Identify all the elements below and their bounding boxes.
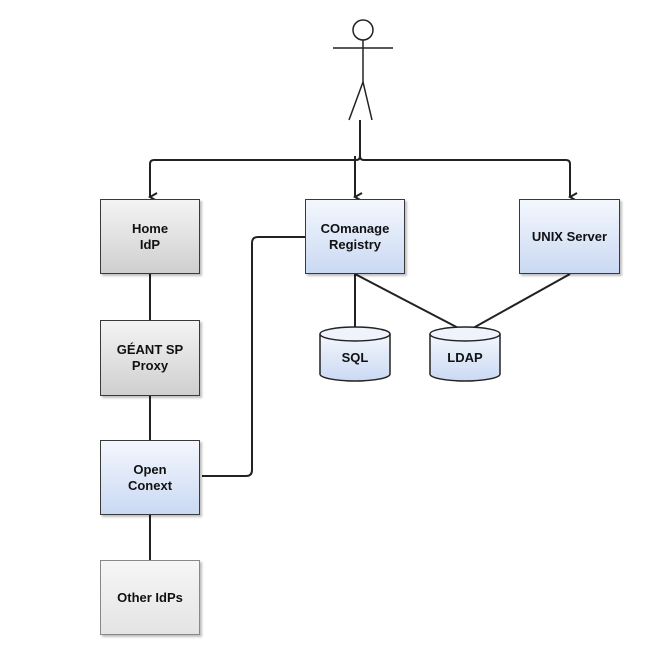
other-idps-node[interactable]: Other IdPs: [100, 560, 200, 635]
conext-registry-connector: [202, 236, 305, 477]
geant-sp-proxy-label: GÉANT SP Proxy: [116, 342, 184, 373]
home-idp-node[interactable]: Home IdP: [100, 199, 200, 274]
open-conext-label: Open Conext: [127, 461, 173, 493]
user-actor-icon: [333, 19, 393, 121]
geant-sp-proxy-node[interactable]: GÉANT SP Proxy: [100, 320, 200, 396]
home-idp-label: Home IdP: [131, 220, 169, 252]
ldap-label: LDAP: [447, 350, 483, 365]
unix-server-label: UNIX Server: [531, 228, 608, 244]
sql-database-cylinder: [319, 326, 391, 382]
database-connectors: [354, 273, 571, 333]
ldap-database-cylinder: [429, 326, 501, 382]
sql-label: SQL: [341, 350, 369, 365]
comanage-registry-node[interactable]: COmanage Registry: [305, 199, 405, 274]
user-connectors: [150, 120, 570, 197]
comanage-registry-label: COmanage Registry: [320, 220, 390, 252]
unix-server-node[interactable]: UNIX Server: [519, 199, 620, 274]
open-conext-node[interactable]: Open Conext: [100, 440, 200, 515]
other-idps-label: Other IdPs: [117, 589, 183, 605]
